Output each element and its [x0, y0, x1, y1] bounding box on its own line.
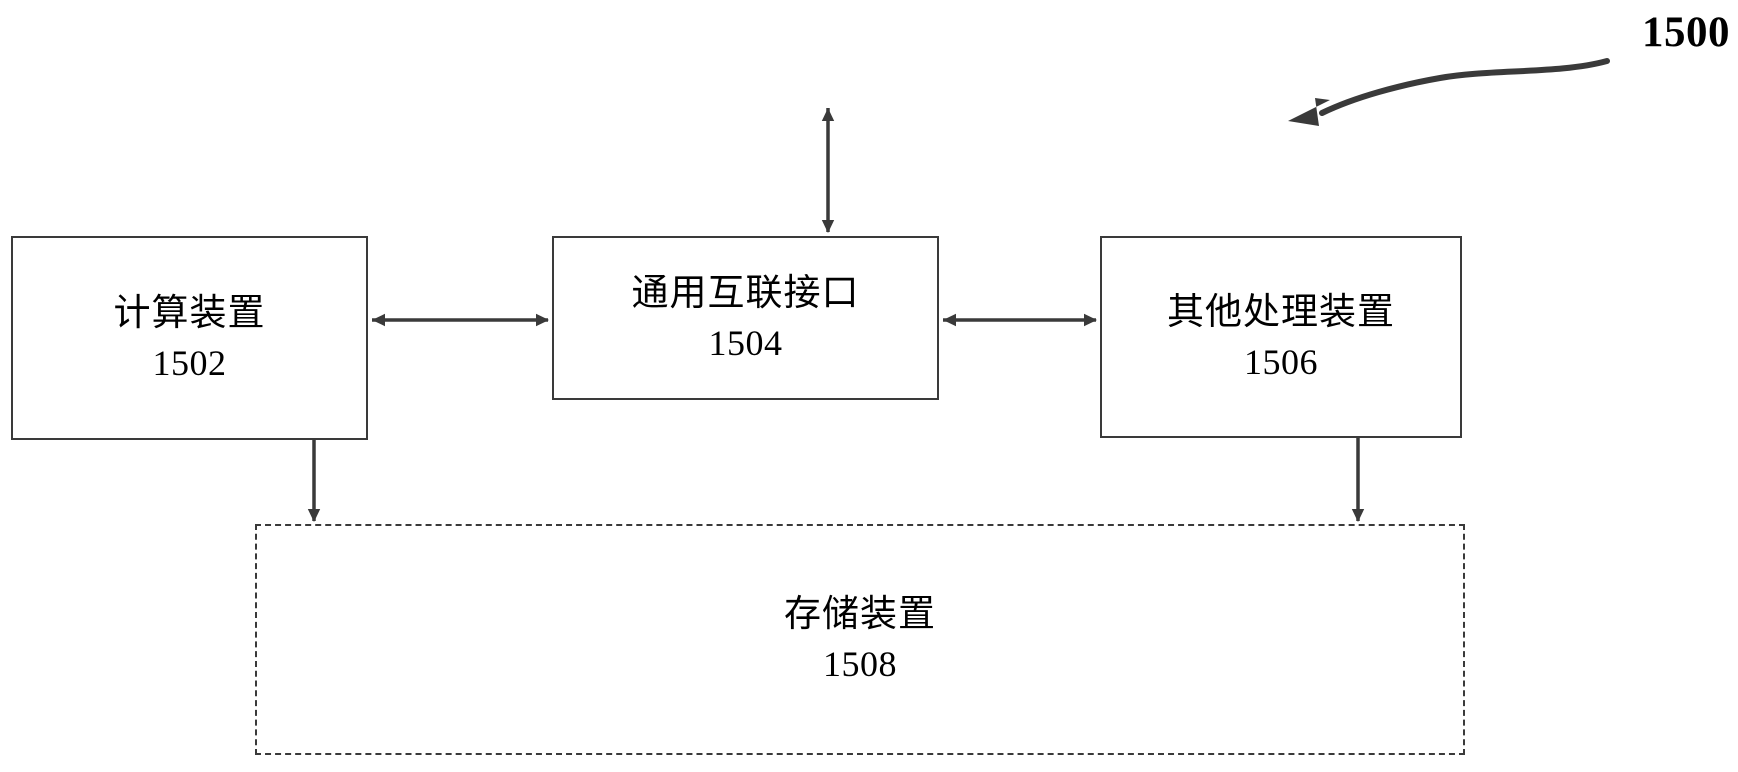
block-storage-device-title: 存储装置	[784, 594, 936, 636]
block-other-processing-device[interactable]: 其他处理装置 1506	[1100, 236, 1462, 438]
block-storage-device[interactable]: 存储装置 1508	[255, 524, 1465, 755]
block-compute-device[interactable]: 计算装置 1502	[11, 236, 368, 440]
block-compute-device-title: 计算装置	[113, 292, 266, 334]
figure-reference-number: 1500	[1642, 9, 1730, 56]
block-other-processing-device-title: 其他处理装置	[1167, 291, 1395, 333]
block-universal-interconnect-interface-ref: 1504	[708, 322, 783, 363]
block-compute-device-ref: 1502	[152, 342, 227, 383]
block-universal-interconnect-interface[interactable]: 通用互联接口 1504	[552, 236, 939, 400]
block-other-processing-device-ref: 1506	[1244, 341, 1318, 382]
curved-arrow-icon	[1288, 58, 1610, 126]
block-storage-device-ref: 1508	[823, 644, 897, 685]
block-universal-interconnect-interface-title: 通用互联接口	[631, 272, 860, 314]
